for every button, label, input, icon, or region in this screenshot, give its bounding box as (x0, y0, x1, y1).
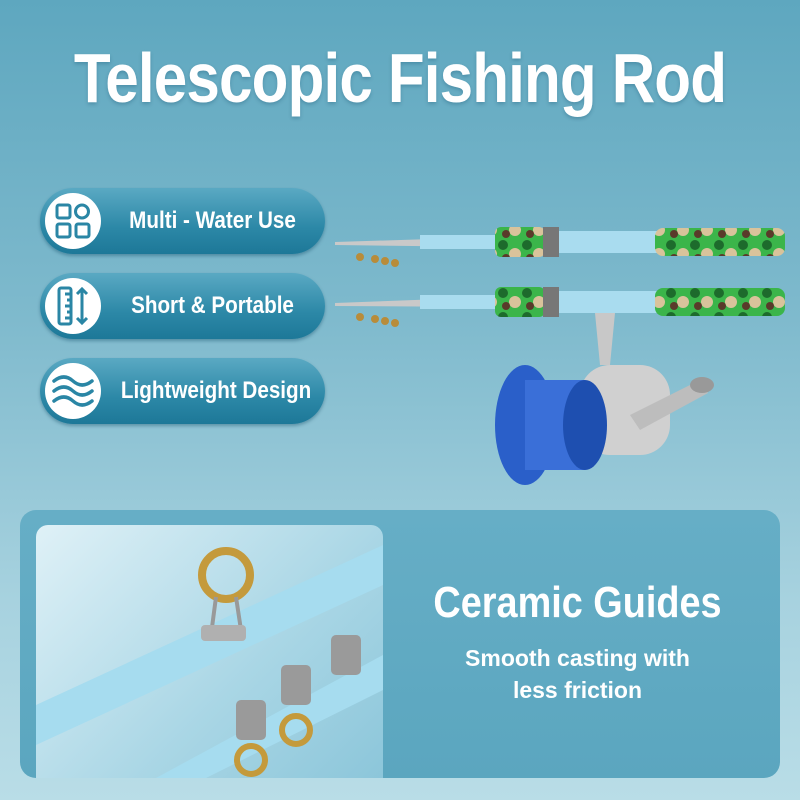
feature-label: Lightweight Design (120, 377, 312, 404)
rod-lower (335, 287, 785, 327)
feature-label: Short & Portable (131, 292, 294, 319)
feature-label: Multi - Water Use (129, 207, 296, 234)
detail-subtitle-line2: less friction (512, 677, 643, 703)
spinning-reel (495, 313, 714, 485)
grid-shapes-icon (45, 193, 101, 249)
detail-subtitle-line1: Smooth casting with (465, 645, 690, 671)
ruler-length-icon (45, 278, 101, 334)
ceramic-guides-photo (36, 525, 383, 778)
detail-title: Ceramic Guides (433, 578, 722, 627)
feature-lightweight-design: Lightweight Design (40, 358, 325, 424)
page-title: Telescopic Fishing Rod (73, 39, 727, 117)
feature-multi-water-use: Multi - Water Use (40, 188, 325, 254)
feature-short-portable: Short & Portable (40, 273, 325, 339)
waves-icon (45, 363, 101, 419)
rod-upper (335, 227, 785, 267)
rod-and-reel-image (335, 227, 785, 485)
